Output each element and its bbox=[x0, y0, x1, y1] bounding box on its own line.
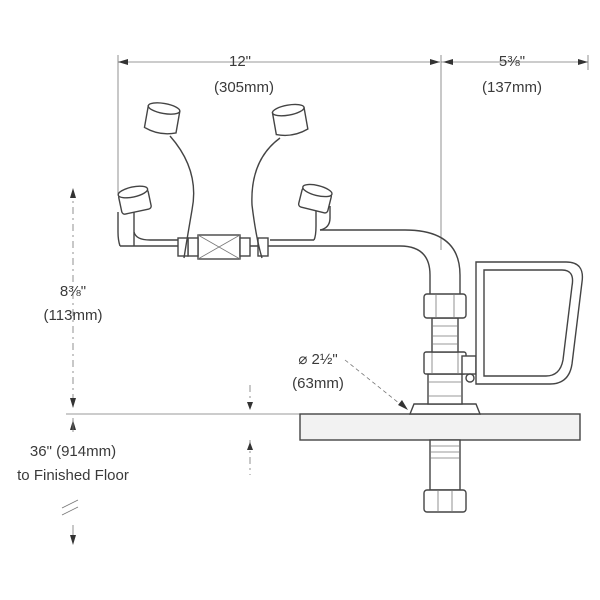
height-arrow-top bbox=[70, 188, 76, 198]
depth-arrow-left bbox=[443, 59, 453, 65]
left-dust-cover bbox=[143, 102, 181, 135]
valve-body bbox=[408, 293, 482, 415]
valve-pin bbox=[465, 373, 475, 383]
depth-arrow-right bbox=[578, 59, 588, 65]
right-tether bbox=[251, 137, 281, 259]
tether-clamp-right bbox=[257, 237, 269, 257]
height-arrow-bottom bbox=[70, 398, 76, 408]
diameter-leader-arrow bbox=[398, 400, 408, 410]
right-spray-head bbox=[297, 183, 333, 214]
dimension-labels: 12" (305mm) 5⅜" (137mm) 8⅜" (113mm) ⌀ 2½… bbox=[17, 53, 542, 484]
floor-break-mark-2 bbox=[61, 506, 79, 516]
deck-arrow-upper bbox=[247, 402, 253, 410]
tether-clamp-left bbox=[177, 237, 189, 257]
depth-in-label: 5⅜" bbox=[499, 53, 525, 70]
supply-pipe bbox=[423, 439, 467, 513]
left-tether bbox=[169, 135, 195, 259]
diameter-leader-line bbox=[344, 359, 406, 409]
height-mm-label: (113mm) bbox=[44, 307, 103, 324]
coupling-left-ring bbox=[187, 237, 199, 257]
left-spray-head bbox=[117, 185, 152, 215]
width-arrow-left bbox=[118, 59, 128, 65]
floor-break-mark-1 bbox=[61, 499, 79, 509]
height-in-label: 8⅜" bbox=[60, 283, 86, 300]
width-mm-label: (305mm) bbox=[214, 79, 274, 96]
valve-side-connector bbox=[461, 355, 477, 375]
coupling-right-ring bbox=[239, 237, 251, 257]
width-in-label: 12" bbox=[229, 53, 251, 70]
valve-stem bbox=[431, 317, 459, 353]
diameter-in-label: ⌀ 2½" bbox=[298, 351, 337, 368]
countertop-slab bbox=[299, 413, 581, 441]
valve-collar bbox=[423, 351, 467, 375]
push-handle bbox=[475, 261, 584, 385]
supply-pipe-nut bbox=[423, 489, 467, 513]
depth-mm-label: (137mm) bbox=[482, 79, 542, 96]
dimension-lines bbox=[61, 55, 589, 545]
diameter-mm-label: (63mm) bbox=[292, 375, 344, 392]
base-flange bbox=[408, 403, 482, 415]
valve-lower-body bbox=[427, 373, 463, 405]
push-handle-inner bbox=[483, 269, 574, 377]
deck-arrow-lower bbox=[247, 442, 253, 450]
right-dust-cover bbox=[271, 103, 309, 137]
supply-pipe-shank bbox=[429, 439, 461, 491]
width-arrow-right bbox=[430, 59, 440, 65]
spray-heads bbox=[117, 102, 333, 259]
valve-upper-nut bbox=[423, 293, 467, 319]
spray-arm bbox=[117, 206, 461, 294]
floor-arrow-bottom bbox=[70, 535, 76, 545]
floor-reference-label: to Finished Floor bbox=[17, 467, 129, 484]
floor-height-label: 36" (914mm) bbox=[30, 443, 116, 460]
countertop bbox=[299, 413, 581, 441]
